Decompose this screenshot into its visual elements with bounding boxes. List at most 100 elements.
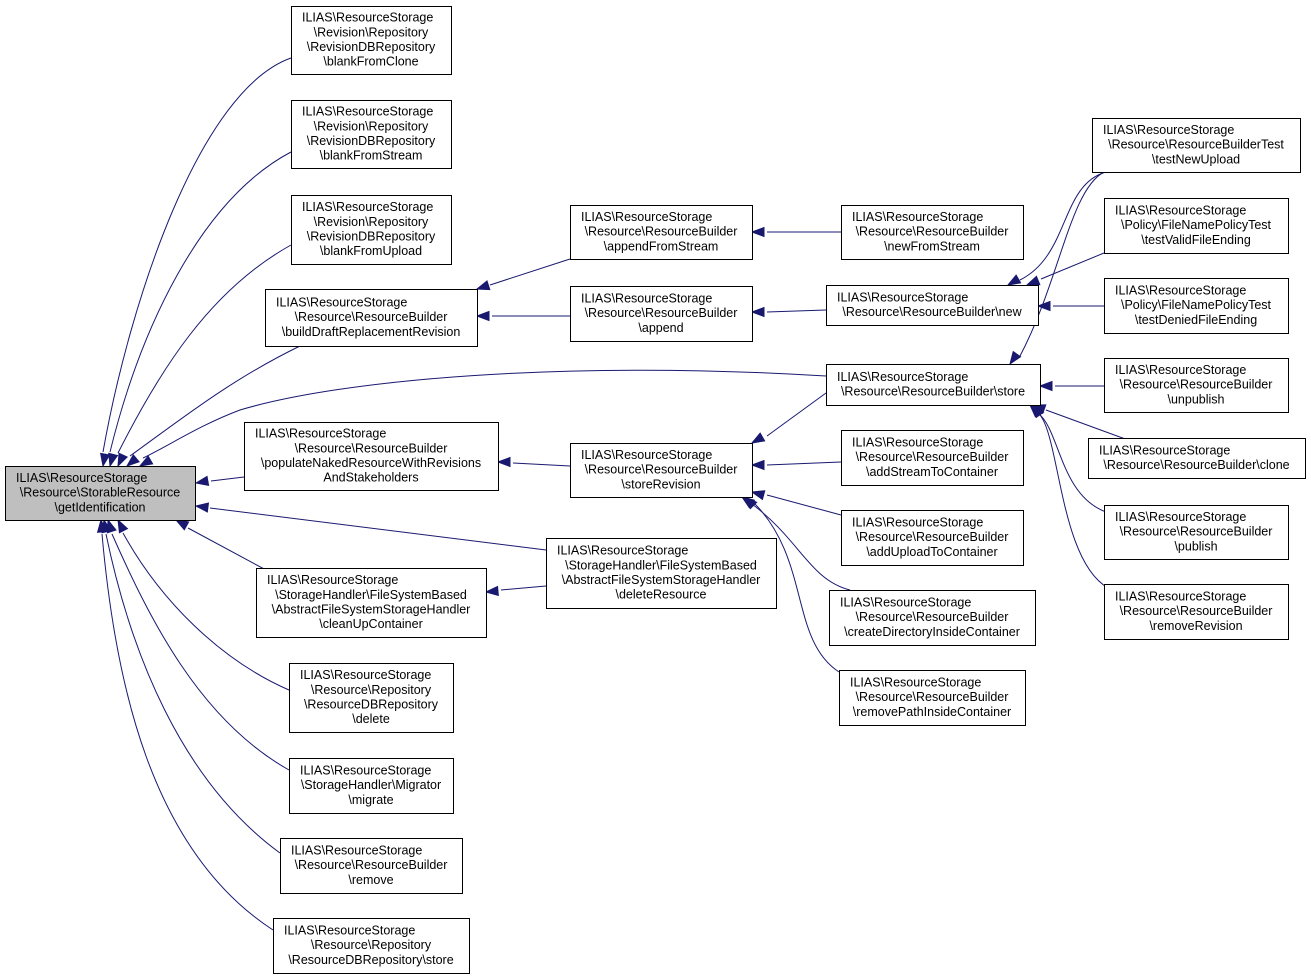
node-label-line: \append bbox=[638, 321, 683, 335]
node-box[interactable] bbox=[280, 838, 463, 894]
edge-blankFromClone-to-getIdentification bbox=[100, 57, 292, 468]
node-box[interactable] bbox=[1092, 118, 1301, 173]
edge-arrowhead bbox=[1009, 350, 1022, 366]
node-label-line: \ResourceDBRepository\store bbox=[288, 953, 453, 967]
node-removeRevision[interactable]: ILIAS\ResourceStorage\Resource\ResourceB… bbox=[1104, 584, 1289, 640]
node-label-line: \createDirectoryInsideContainer bbox=[844, 625, 1020, 639]
node-appendFromStream[interactable]: ILIAS\ResourceStorage\Resource\ResourceB… bbox=[570, 205, 753, 260]
node-label-line: \removePathInsideContainer bbox=[853, 705, 1011, 719]
node-box[interactable] bbox=[570, 443, 753, 498]
edge-arrowhead bbox=[475, 310, 490, 322]
node-box[interactable] bbox=[1088, 438, 1306, 479]
node-box[interactable] bbox=[1104, 505, 1289, 560]
node-box[interactable] bbox=[829, 590, 1036, 646]
node-unpublish[interactable]: ILIAS\ResourceStorage\Resource\ResourceB… bbox=[1104, 358, 1289, 413]
node-new[interactable]: ILIAS\ResourceStorage\Resource\ResourceB… bbox=[826, 285, 1039, 326]
edges-layer bbox=[96, 57, 1129, 931]
edge-line bbox=[1045, 409, 1129, 441]
edge-line bbox=[109, 151, 292, 453]
edge-migrate-to-getIdentification bbox=[106, 518, 290, 771]
node-remove[interactable]: ILIAS\ResourceStorage\Resource\ResourceB… bbox=[280, 838, 463, 894]
node-box[interactable] bbox=[546, 538, 777, 609]
node-label-line: \Resource\ResourceBuilder bbox=[295, 858, 448, 872]
node-store[interactable]: ILIAS\ResourceStorage\Resource\ResourceB… bbox=[826, 364, 1041, 406]
node-label-line: \testNewUpload bbox=[1152, 152, 1240, 166]
node-label-line: ILIAS\ResourceStorage bbox=[852, 435, 983, 449]
node-label-line: \Resource\ResourceBuilder bbox=[1120, 604, 1273, 618]
node-repoDelete[interactable]: ILIAS\ResourceStorage\Resource\Repositor… bbox=[289, 663, 454, 733]
node-append[interactable]: ILIAS\ResourceStorage\Resource\ResourceB… bbox=[570, 286, 753, 342]
edge-line bbox=[766, 392, 827, 437]
node-blankFromClone[interactable]: ILIAS\ResourceStorage\Revision\Repositor… bbox=[291, 6, 452, 75]
node-box[interactable] bbox=[839, 670, 1026, 726]
node-label-line: ILIAS\ResourceStorage bbox=[837, 290, 968, 304]
node-cleanUpContainer[interactable]: ILIAS\ResourceStorage\StorageHandler\Fil… bbox=[256, 568, 487, 638]
node-label-line: \Resource\ResourceBuilder bbox=[295, 441, 448, 455]
node-testDeniedFileEnding[interactable]: ILIAS\ResourceStorage\Policy\FileNamePol… bbox=[1104, 278, 1289, 334]
node-label-line: \buildDraftReplacementRevision bbox=[282, 325, 461, 339]
node-addUploadToContainer[interactable]: ILIAS\ResourceStorage\Resource\ResourceB… bbox=[841, 510, 1024, 566]
edge-line bbox=[187, 527, 267, 571]
node-box[interactable] bbox=[289, 663, 454, 733]
edge-arrowhead bbox=[750, 432, 766, 444]
edge-populateNakedResource-to-getIdentification bbox=[194, 475, 245, 486]
node-box[interactable] bbox=[244, 422, 499, 491]
node-label-line: \Resource\ResourceBuilder bbox=[856, 530, 1009, 544]
node-box[interactable] bbox=[291, 100, 452, 169]
edge-testValidFileEnding-to-new bbox=[1025, 252, 1105, 286]
node-box[interactable] bbox=[256, 568, 487, 638]
node-migrate[interactable]: ILIAS\ResourceStorage\StorageHandler\Mig… bbox=[289, 758, 454, 814]
edge-removePathInsideContainer-to-storeRevision bbox=[743, 495, 840, 673]
node-publish[interactable]: ILIAS\ResourceStorage\Resource\ResourceB… bbox=[1104, 505, 1289, 560]
node-blankFromStream[interactable]: ILIAS\ResourceStorage\Revision\Repositor… bbox=[291, 100, 452, 169]
node-label-line: ILIAS\ResourceStorage bbox=[302, 105, 433, 119]
node-box[interactable] bbox=[826, 364, 1041, 406]
node-label-line: \addStreamToContainer bbox=[866, 465, 998, 479]
nodes-layer: ILIAS\ResourceStorage \Resource\StorableR… bbox=[5, 6, 1306, 974]
edge-arrowhead bbox=[750, 490, 766, 501]
node-box[interactable] bbox=[273, 918, 470, 974]
node-buildDraftReplacementRevision[interactable]: ILIAS\ResourceStorage\Resource\ResourceB… bbox=[265, 289, 478, 347]
node-label-line: \newFromStream bbox=[884, 239, 980, 253]
node-newFromStream[interactable]: ILIAS\ResourceStorage\Resource\ResourceB… bbox=[841, 205, 1024, 260]
node-addStreamToContainer[interactable]: ILIAS\ResourceStorage\Resource\ResourceB… bbox=[841, 430, 1024, 486]
node-box[interactable] bbox=[841, 430, 1024, 486]
node-testNewUpload[interactable]: ILIAS\ResourceStorage\Resource\ResourceB… bbox=[1092, 118, 1301, 173]
node-deleteResource[interactable]: ILIAS\ResourceStorage\StorageHandler\Fil… bbox=[546, 538, 777, 609]
edge-arrowhead bbox=[174, 519, 190, 531]
node-testValidFileEnding[interactable]: ILIAS\ResourceStorage\Policy\FileNamePol… bbox=[1104, 198, 1289, 254]
node-box[interactable] bbox=[265, 289, 478, 347]
node-box[interactable] bbox=[1104, 198, 1289, 254]
node-label-line: \populateNakedResourceWithRevisions bbox=[261, 456, 481, 470]
node-label-line: \StorageHandler\Migrator bbox=[301, 778, 441, 792]
node-repoStore[interactable]: ILIAS\ResourceStorage\Resource\Repositor… bbox=[273, 918, 470, 974]
node-label-line: \publish bbox=[1174, 539, 1217, 553]
node-label-line: \cleanUpContainer bbox=[319, 617, 423, 631]
node-removePathInsideContainer[interactable]: ILIAS\ResourceStorage\Resource\ResourceB… bbox=[839, 670, 1026, 726]
node-box[interactable] bbox=[1104, 278, 1289, 334]
edge-deleteResource-to-cleanUpContainer bbox=[484, 585, 547, 597]
edge-store-to-getIdentification bbox=[138, 369, 827, 467]
node-populateNakedResource[interactable]: ILIAS\ResourceStorage\Resource\ResourceB… bbox=[244, 422, 499, 491]
node-box[interactable] bbox=[826, 285, 1039, 326]
node-box[interactable] bbox=[289, 758, 454, 814]
node-box[interactable] bbox=[570, 286, 753, 342]
node-label-line: ILIAS\ResourceStorage bbox=[557, 544, 688, 558]
node-storeRevision[interactable]: ILIAS\ResourceStorage\Resource\ResourceB… bbox=[570, 443, 753, 498]
node-box[interactable] bbox=[1104, 358, 1289, 413]
node-box[interactable] bbox=[570, 205, 753, 260]
node-clone[interactable]: ILIAS\ResourceStorage\Resource\ResourceB… bbox=[1088, 438, 1306, 479]
node-label-line: \Resource\StorableResource bbox=[20, 486, 181, 500]
node-createDirectoryInsideContainer[interactable]: ILIAS\ResourceStorage\Resource\ResourceB… bbox=[829, 590, 1036, 646]
node-box[interactable] bbox=[291, 195, 452, 265]
node-label-line: \Revision\Repository bbox=[314, 119, 429, 133]
node-blankFromUpload[interactable]: ILIAS\ResourceStorage\Revision\Repositor… bbox=[291, 195, 452, 265]
edge-arrowhead bbox=[1006, 274, 1022, 286]
node-box[interactable] bbox=[841, 205, 1024, 260]
node-label-line: \delete bbox=[352, 712, 390, 726]
node-box[interactable] bbox=[841, 510, 1024, 566]
node-box[interactable] bbox=[291, 6, 452, 75]
node-label-line: ILIAS\ResourceStorage bbox=[852, 210, 983, 224]
edge-addUploadToContainer-to-storeRevision bbox=[750, 490, 842, 516]
node-box[interactable] bbox=[1104, 584, 1289, 640]
